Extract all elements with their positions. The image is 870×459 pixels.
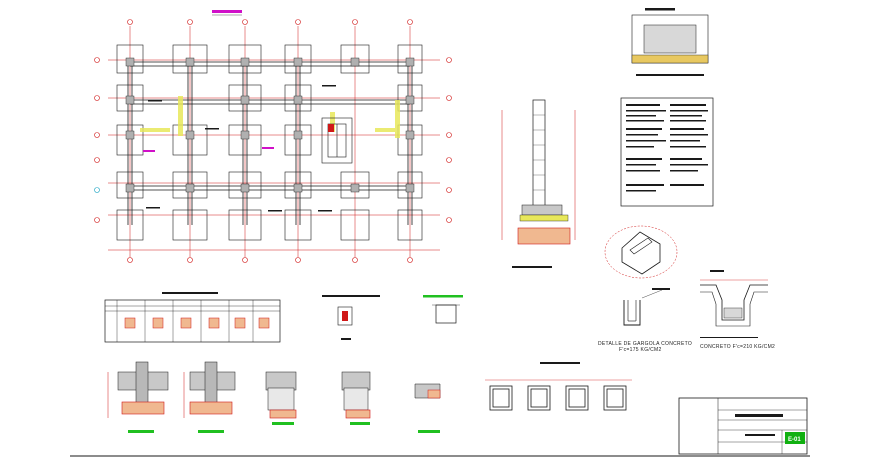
footing-section-4 [341, 371, 371, 425]
column-detail-1 [322, 295, 380, 340]
gutter-caption: DETALLE DE GARGOLA CONCRETO [598, 341, 692, 347]
schedule-title-bar [162, 292, 218, 294]
plan-annotations [143, 85, 336, 212]
grid-bubbles-right [446, 57, 452, 223]
footing-section-3 [265, 371, 297, 425]
footing-sections [107, 361, 441, 433]
footing-section-2 [183, 361, 236, 433]
highlighted-beams [140, 96, 400, 138]
footings [116, 44, 423, 241]
foundation-plan [94, 10, 452, 263]
title-block: E-01 [678, 397, 808, 455]
plan-title-bar [212, 10, 242, 13]
grid-bubbles-top [127, 19, 413, 25]
columns [125, 57, 415, 193]
column-detail-2 [423, 295, 463, 324]
gutter-caption-spec: F'c=175 KG/CM2 [619, 347, 662, 353]
schedule-frame [104, 299, 281, 343]
connecting-beams [127, 61, 413, 225]
grid-bubbles-bottom [127, 257, 413, 263]
sheet-number: E-01 [788, 437, 801, 443]
grid-lines [108, 26, 440, 258]
grid-bubbles-left [94, 57, 100, 223]
footing-schedule [104, 292, 281, 343]
footing-section-5 [414, 383, 441, 433]
general-notes [620, 97, 714, 207]
wall-section [501, 99, 576, 268]
beam-sections [485, 362, 632, 411]
channel-detail: CONCRETO F'c=210 KG/CM2 [700, 270, 775, 350]
channel-caption: CONCRETO F'c=210 KG/CM2 [700, 344, 775, 350]
sheet-number-badge [785, 432, 805, 444]
stairwell [321, 117, 353, 164]
slab-section [631, 8, 709, 76]
gutter-detail: DETALLE DE GARGOLA CONCRETO F'c=175 KG/C… [598, 225, 692, 353]
schedule-column-sections [124, 317, 270, 329]
footing-section-1 [107, 361, 169, 433]
